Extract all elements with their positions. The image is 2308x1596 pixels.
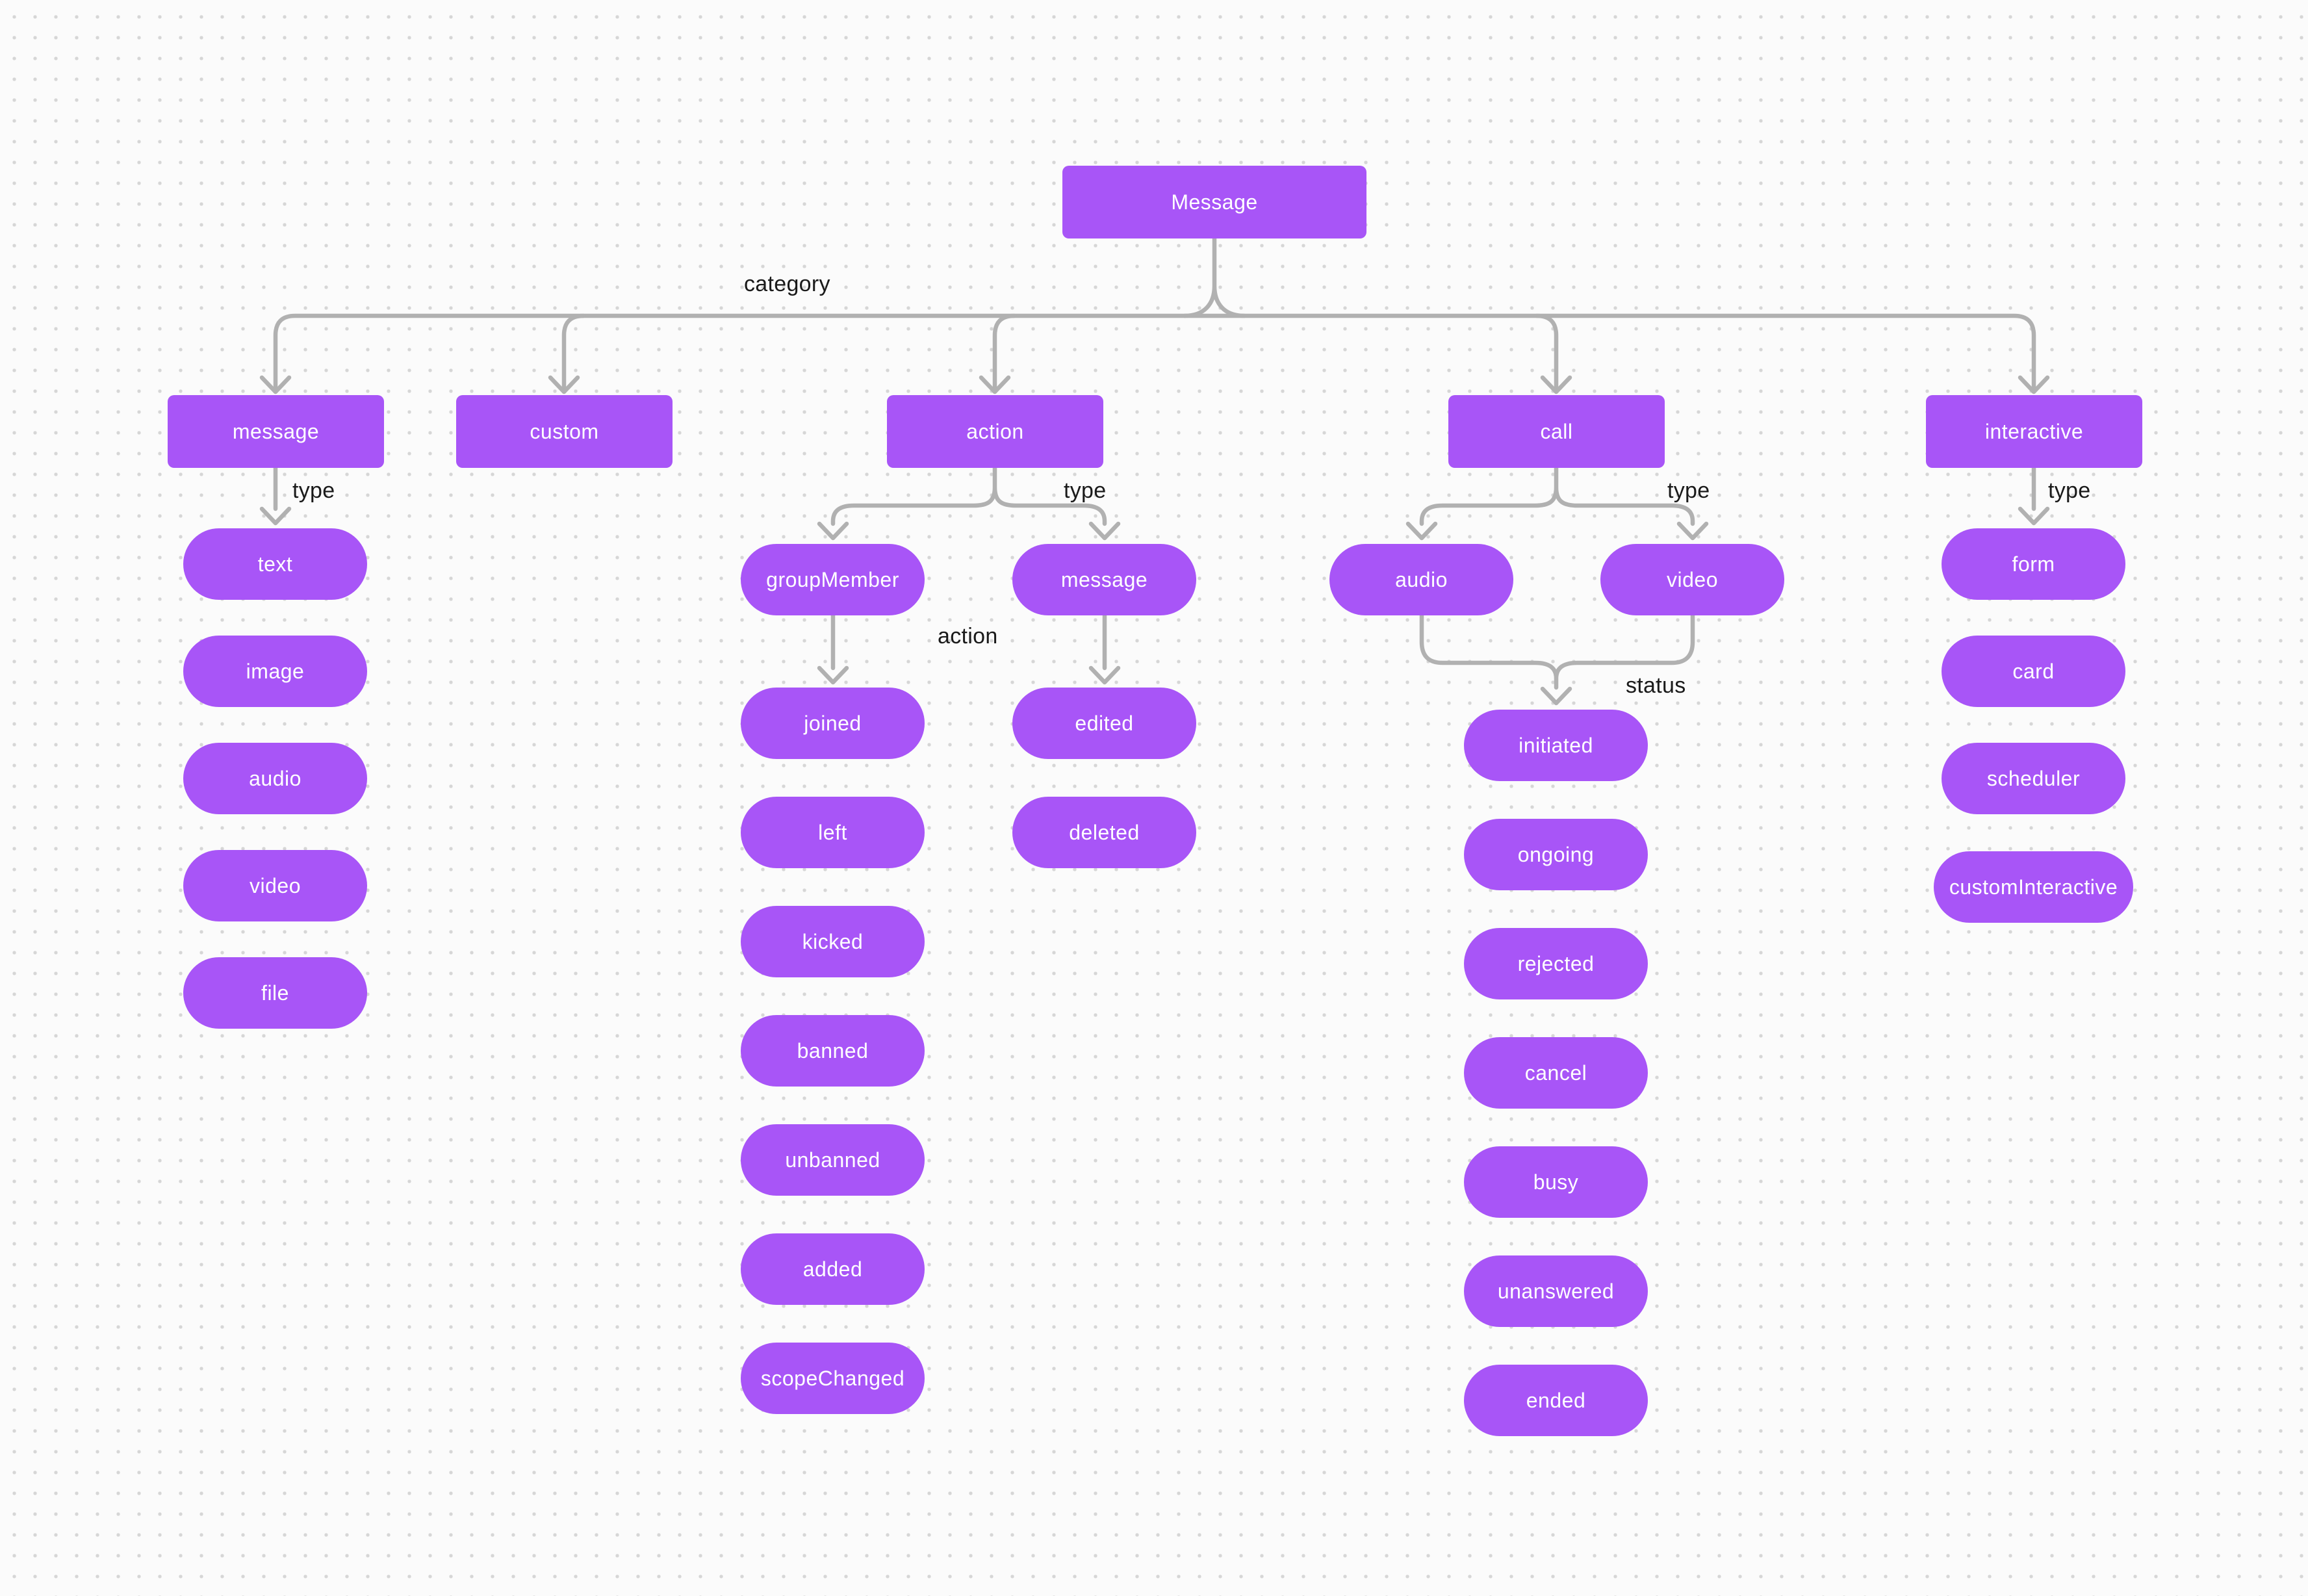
arrowhead-custom [548,375,580,394]
node-interactive-type-scheduler[interactable]: scheduler [1942,743,2125,814]
node-call-status-rejected[interactable]: rejected [1464,928,1648,999]
edge-label-call-status: status [1626,673,1686,698]
connector-action-split [830,464,1107,526]
node-call-status-cancel[interactable]: cancel [1464,1037,1648,1109]
arrowhead-action [979,375,1011,394]
edge-label-action-type: type [1064,478,1107,503]
node-message-type-file[interactable]: file [183,957,367,1029]
node-call-status-initiated[interactable]: initiated [1464,710,1648,781]
connector-drop-custom [561,313,586,391]
arrowhead-edited [1088,665,1121,685]
node-call-type-video[interactable]: video [1600,544,1784,615]
arrowhead-audio [1405,521,1438,541]
node-action-edited[interactable]: edited [1012,688,1196,759]
node-action-type-message[interactable]: message [1012,544,1196,615]
node-action-scopechanged[interactable]: scopeChanged [741,1343,925,1414]
edge-label-call-type: type [1667,478,1710,503]
arrowhead-message [259,375,292,394]
connector-drop-call [1534,313,1559,391]
arrowhead-call [1540,375,1572,394]
arrowhead-action-message [1088,521,1121,541]
node-call-status-unanswered[interactable]: unanswered [1464,1255,1648,1327]
node-action-kicked[interactable]: kicked [741,906,925,977]
arrowhead-interactive [2018,375,2050,394]
node-category-action[interactable]: action [887,395,1103,468]
node-call-type-audio[interactable]: audio [1329,544,1513,615]
edge-label-message-type: type [292,478,335,503]
node-category-message[interactable]: message [168,395,384,468]
connector-call-split [1419,464,1695,526]
node-interactive-type-custominteractive[interactable]: customInteractive [1934,851,2133,923]
node-action-type-groupmember[interactable]: groupMember [741,544,925,615]
node-call-status-ended[interactable]: ended [1464,1365,1648,1436]
connector-category-rail [273,313,2036,391]
arrowhead-groupmember [817,521,849,541]
node-root-message[interactable]: Message [1062,166,1366,238]
node-interactive-type-form[interactable]: form [1942,528,2125,600]
node-action-added[interactable]: added [741,1233,925,1305]
node-call-status-busy[interactable]: busy [1464,1146,1648,1218]
arrowhead-video [1676,521,1709,541]
node-call-status-ongoing[interactable]: ongoing [1464,819,1648,890]
node-action-deleted[interactable]: deleted [1012,797,1196,868]
arrowhead-text [259,506,292,526]
edge-label-category: category [744,272,830,296]
node-interactive-type-card[interactable]: card [1942,636,2125,707]
connector-drop-action [992,313,1017,391]
connector-call-status-merge [1419,613,1695,690]
node-action-left[interactable]: left [741,797,925,868]
node-message-type-text[interactable]: text [183,528,367,600]
arrowhead-joined [817,665,849,685]
node-message-type-video[interactable]: video [183,850,367,921]
node-action-joined[interactable]: joined [741,688,925,759]
node-message-type-audio[interactable]: audio [183,743,367,814]
node-category-custom[interactable]: custom [456,395,673,468]
node-action-banned[interactable]: banned [741,1015,925,1087]
node-action-unbanned[interactable]: unbanned [741,1124,925,1196]
arrowhead-form [2018,506,2050,526]
edge-label-action-action: action [938,624,998,649]
edge-label-interactive-type: type [2048,478,2091,503]
arrowhead-initiated [1540,686,1572,706]
connector-root-trunk [1182,236,1247,318]
node-category-interactive[interactable]: interactive [1926,395,2142,468]
node-category-call[interactable]: call [1448,395,1665,468]
node-message-type-image[interactable]: image [183,636,367,707]
